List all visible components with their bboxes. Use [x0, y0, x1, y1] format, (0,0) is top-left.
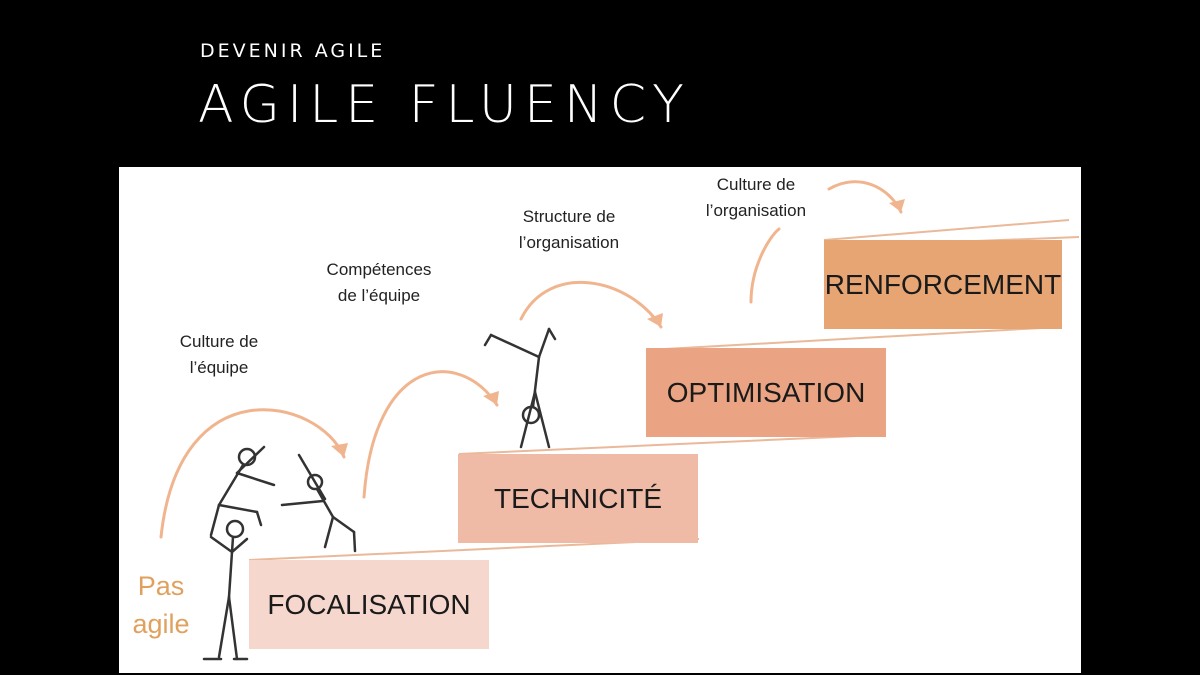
stair-edge-line [646, 326, 1060, 351]
transition-label: Culture de l’organisation [681, 172, 831, 224]
figure-lifted-person [209, 445, 276, 537]
step-optimisation: OPTIMISATION [646, 348, 886, 437]
figure-handstand-person [483, 327, 557, 449]
start-label-pas-agile: Pas agile [131, 567, 191, 643]
step-focalisation: FOCALISATION [249, 560, 489, 649]
stair-edge-line [458, 434, 880, 455]
transition-label-line2: l’organisation [518, 233, 620, 252]
step-label: RENFORCEMENT [824, 268, 1062, 300]
arrow-competences-equipe [362, 370, 499, 499]
step-renforcement: RENFORCEMENT [824, 240, 1062, 329]
arrow-head [331, 443, 348, 457]
step-label: TECHNICITÉ [494, 482, 662, 514]
transition-label-line1: Compétences [326, 260, 432, 279]
transition-label-line2: l’équipe [189, 358, 249, 377]
transition-label-line2: l’organisation [705, 201, 807, 220]
transition-label: Culture de l’équipe [149, 329, 289, 381]
figure-lifting-person [202, 519, 249, 661]
arrow-head [889, 199, 905, 212]
fluency-diagram-panel: FOCALISATION TECHNICITÉ OPTIMISATION REN… [119, 167, 1081, 673]
transition-label-line1: Culture de [179, 332, 259, 351]
transition-label-line1: Culture de [716, 175, 796, 194]
transition-label: Compétences de l’équipe [304, 257, 454, 309]
step-label: FOCALISATION [267, 588, 471, 620]
step-label: OPTIMISATION [666, 376, 866, 408]
transition-label-line1: Structure de [522, 207, 616, 226]
arrow-structure-organisation [519, 280, 663, 329]
page-title: AGILE FLUENCY [198, 75, 691, 135]
figure-woman-reaching [280, 453, 357, 553]
step-technicite: TECHNICITÉ [458, 454, 698, 543]
arrow-culture-organisation-b [827, 180, 903, 214]
arrow-head [483, 391, 499, 405]
stair-edge-line [823, 219, 1070, 241]
arrow-culture-equipe [159, 408, 346, 539]
transition-label: Structure de l’organisation [494, 204, 644, 256]
arrow-head [647, 313, 663, 327]
diagram-artwork [159, 180, 1080, 661]
start-label-text: Pas agile [132, 571, 190, 639]
header-subtitle: DEVENIR AGILE [200, 40, 386, 62]
arrow-culture-organisation-a [749, 227, 781, 304]
transition-label-line2: de l’équipe [337, 286, 421, 305]
